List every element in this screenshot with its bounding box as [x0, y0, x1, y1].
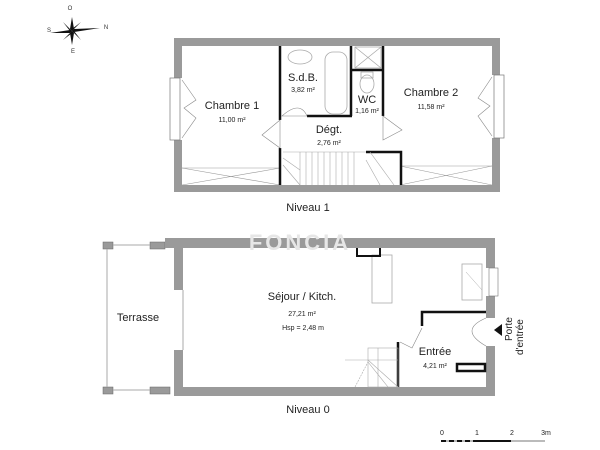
scale-tick-3: 3m	[541, 430, 551, 437]
room-wc: WC	[357, 94, 377, 106]
compass-rose-icon	[50, 17, 100, 45]
room-sdb: S.d.B.	[288, 72, 318, 84]
room-degt: Dégt.	[315, 124, 343, 136]
watermark: FONCIA	[249, 230, 351, 255]
area-sejour-kitch: 27,21 m²	[288, 311, 316, 318]
room-chambre-2: Chambre 2	[403, 87, 459, 99]
entrance-arrow-icon	[494, 324, 502, 336]
room-entree: Entrée	[418, 346, 452, 358]
entrance-label-line1: Porte	[504, 317, 515, 341]
scale-tick-1: 1	[475, 430, 479, 437]
compass-north: N	[103, 25, 109, 31]
compass-east: E	[70, 49, 76, 55]
area-degt: 2,76 m²	[317, 140, 341, 147]
scale-tick-0: 0	[440, 430, 444, 437]
area-chambre-1: 11,00 m²	[218, 117, 246, 124]
level-0-title: Niveau 0	[286, 404, 330, 416]
area-chambre-2: 11,58 m²	[417, 104, 445, 111]
entrance-label: Porte d'entrée	[504, 317, 526, 355]
ceiling-height: Hsp = 2,48 m	[282, 325, 324, 332]
scale-tick-2: 2	[510, 430, 514, 437]
compass-west: O	[67, 6, 73, 12]
area-sdb: 3,82 m²	[291, 87, 315, 94]
area-wc: 1,16 m²	[355, 108, 379, 115]
compass-south: S	[46, 28, 52, 34]
room-chambre-1: Chambre 1	[204, 100, 260, 112]
room-terrasse: Terrasse	[116, 312, 160, 324]
room-sejour-kitch: Séjour / Kitch.	[267, 291, 337, 303]
area-entree: 4,21 m²	[423, 363, 447, 370]
level-1-title: Niveau 1	[286, 202, 330, 214]
entrance-label-line2: d'entrée	[515, 319, 526, 355]
